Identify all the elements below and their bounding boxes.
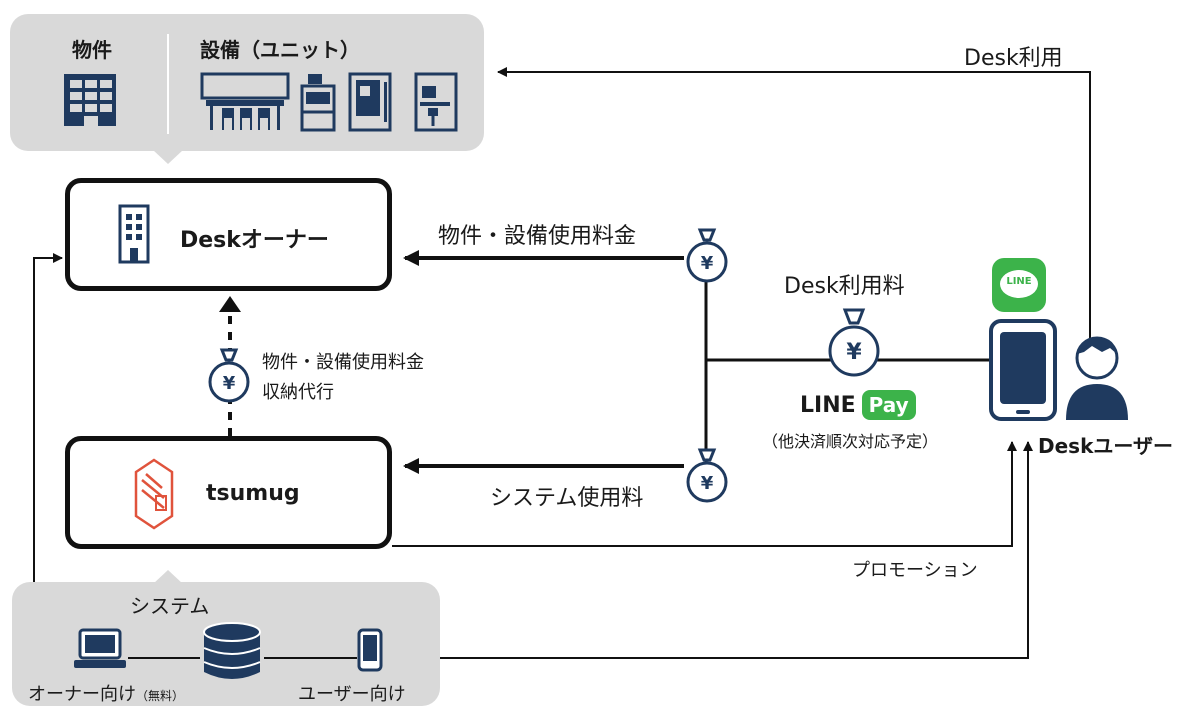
collection-label-line1: 物件・設備使用料金 (262, 352, 424, 373)
money-bag-icon: ¥ (208, 348, 250, 403)
system-panel-title: システム (130, 594, 210, 618)
line-pay-badge: Pay (861, 390, 916, 420)
asset-panel-pointer (153, 150, 183, 164)
yen-text: ¥ (701, 473, 714, 494)
system-panel-link (128, 657, 357, 659)
laptop-icon (74, 628, 126, 668)
user-app-line (382, 441, 1033, 659)
money-bag-icon: ¥ (686, 448, 728, 503)
property-fee-label: 物件・設備使用料金 (438, 224, 637, 249)
booth-icon (348, 72, 392, 132)
desk-user-label: Deskユーザー (1038, 434, 1173, 458)
line-pay-line-word: LINE (800, 393, 856, 418)
owner-app-free-note: （無料） (136, 689, 185, 703)
desk-booth-icon (414, 72, 458, 132)
building-icon (64, 74, 116, 126)
equipment-label: 設備（ユニット） (200, 38, 360, 62)
promotion-line (392, 441, 1017, 547)
desk-owner-label: Deskオーナー (180, 228, 329, 253)
tsumug-logo-icon (134, 458, 174, 530)
system-panel-pointer (153, 570, 183, 584)
payment-note-label: （他決済順次対応予定） (762, 432, 939, 451)
yen-text: ¥ (701, 253, 714, 274)
yen-text: ¥ (223, 373, 236, 394)
owner-app-label: オーナー向け（無料） (28, 680, 184, 706)
desk-fee-label: Desk利用料 (784, 274, 905, 299)
tablet-icon (989, 319, 1057, 421)
office-building-icon (118, 204, 150, 264)
panel-divider (167, 34, 169, 134)
money-bag-icon: ¥ (828, 308, 880, 377)
system-fee-label: システム使用料 (490, 486, 644, 511)
user-avatar-icon (1066, 336, 1128, 420)
smartphone-icon (357, 628, 383, 672)
shelf-icon (300, 74, 336, 132)
tsumug-node (65, 436, 392, 549)
yen-text: ¥ (846, 340, 862, 365)
collection-label-line2: 収納代行 (262, 382, 334, 403)
owner-app-label-text: オーナー向け (28, 684, 136, 705)
property-label: 物件 (72, 38, 112, 62)
money-bag-icon: ¥ (686, 228, 728, 283)
database-icon (203, 622, 261, 679)
desk-usage-label: Desk利用 (964, 46, 1063, 71)
collection-arrowhead (219, 296, 241, 312)
desk-usage-line (497, 67, 1091, 338)
line-app-icon-text: LINE (1006, 276, 1032, 287)
tsumug-label: tsumug (206, 481, 300, 506)
line-app-icon: LINE (992, 258, 1046, 312)
promotion-label: プロモーション (852, 560, 978, 581)
meeting-table-icon (200, 72, 290, 130)
user-app-label: ユーザー向け (298, 684, 406, 705)
